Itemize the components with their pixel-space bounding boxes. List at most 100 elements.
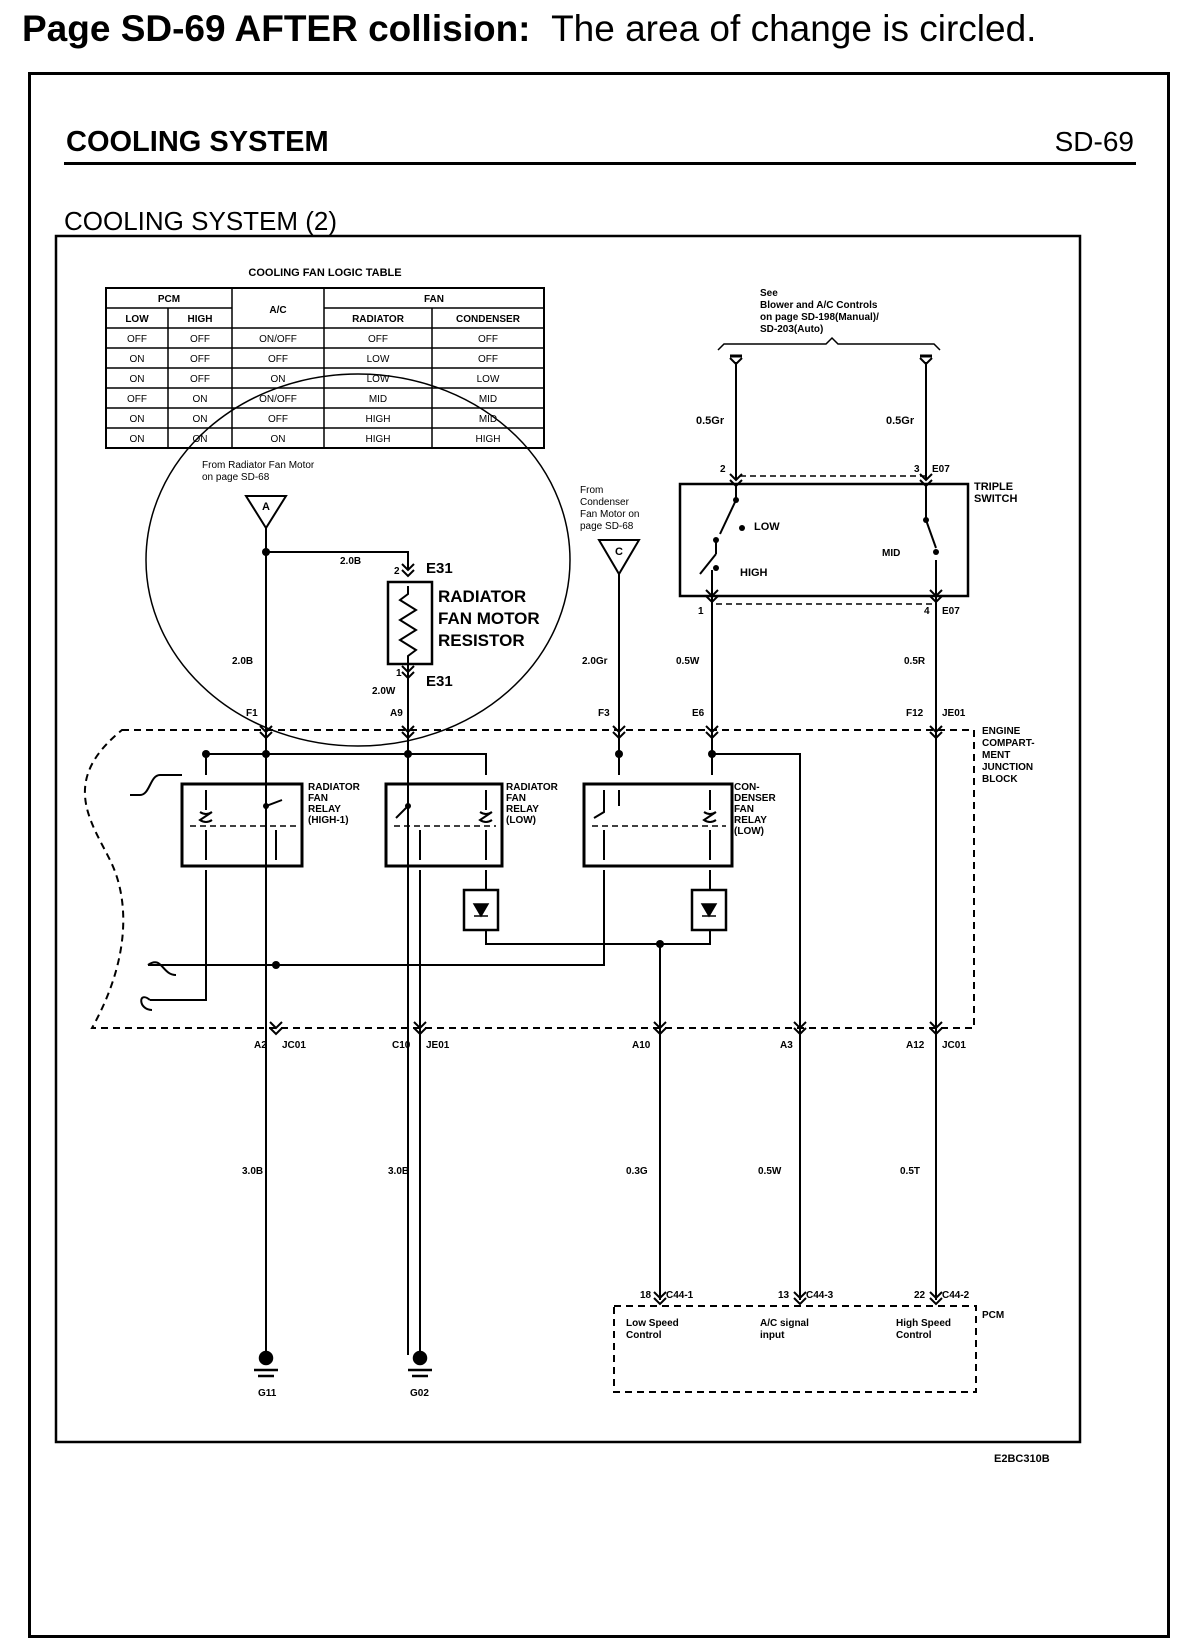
terminal-a9: A9 bbox=[390, 708, 403, 719]
see-ref-line1: See bbox=[760, 288, 778, 299]
table-cell: LOW bbox=[367, 354, 390, 365]
table-cell: OFF bbox=[190, 334, 210, 345]
pcm-pin-18: 18 bbox=[640, 1290, 652, 1301]
table-cell: ON/OFF bbox=[259, 334, 297, 345]
wire-0-3g: 0.3G bbox=[626, 1166, 648, 1177]
switch-pin-3: 3 bbox=[914, 464, 920, 475]
table-cell: ON bbox=[130, 434, 145, 445]
relay2-line2: FAN bbox=[506, 793, 526, 804]
ground-g11-label: G11 bbox=[258, 1388, 277, 1399]
table-cell: OFF bbox=[478, 334, 498, 345]
table-cell: OFF bbox=[268, 414, 288, 425]
connector-c-label: C bbox=[615, 546, 623, 558]
connector-a-label: A bbox=[262, 501, 270, 513]
wire-2-0b-left: 2.0B bbox=[232, 656, 253, 667]
resistor-pin-top: 2 bbox=[394, 566, 400, 577]
header-radiator: RADIATOR bbox=[352, 314, 405, 325]
left-hook-2 bbox=[147, 961, 177, 976]
relay3-line2: DENSER bbox=[734, 793, 776, 804]
table-cell: ON/OFF bbox=[259, 394, 297, 405]
switch-pin-2: 2 bbox=[720, 464, 726, 475]
table-cell: LOW bbox=[477, 374, 500, 385]
see-ref-line3: on page SD-198(Manual)/ bbox=[760, 312, 879, 323]
page-frame bbox=[28, 72, 1170, 1638]
table-cell: ON bbox=[271, 434, 286, 445]
see-ref-line2: Blower and A/C Controls bbox=[760, 300, 878, 311]
relay3-line1: CON- bbox=[734, 782, 760, 793]
triple-switch-label-line2: SWITCH bbox=[974, 493, 1017, 505]
table-cell: ON bbox=[193, 394, 208, 405]
resistor-connector-bottom: E31 bbox=[426, 673, 453, 690]
header-ac: A/C bbox=[269, 305, 286, 316]
terminal-c10: C10 bbox=[392, 1040, 411, 1051]
terminal-e6: E6 bbox=[692, 708, 705, 719]
junction-block-line3: MENT bbox=[982, 750, 1010, 761]
table-cell: HIGH bbox=[366, 434, 391, 445]
wire-3-0b-left: 3.0B bbox=[242, 1166, 263, 1177]
wire-3-0b-right: 3.0B bbox=[388, 1166, 409, 1177]
table-title: COOLING FAN LOGIC TABLE bbox=[248, 267, 401, 279]
header-low: LOW bbox=[125, 314, 149, 325]
ground-g02 bbox=[408, 1350, 432, 1378]
junction-block-line5: BLOCK bbox=[982, 774, 1018, 785]
pcm-high-line1: High Speed bbox=[896, 1318, 951, 1329]
table-cell: MID bbox=[479, 394, 497, 405]
pcm-pin-13: 13 bbox=[778, 1290, 790, 1301]
from-condenser-line1: From bbox=[580, 485, 603, 496]
from-condenser-line3: Fan Motor on bbox=[580, 509, 639, 520]
table-cell: OFF bbox=[190, 374, 210, 385]
wire-2-0w: 2.0W bbox=[372, 686, 396, 697]
see-ref-line4: SD-203(Auto) bbox=[760, 324, 823, 335]
relay1-line1: RADIATOR bbox=[308, 782, 361, 793]
table-cell: OFF bbox=[478, 354, 498, 365]
resistor-label-line3: RESISTOR bbox=[438, 631, 525, 650]
terminal-a12: A12 bbox=[906, 1040, 925, 1051]
pcm-ac-line2: input bbox=[760, 1330, 785, 1341]
pcm-label: PCM bbox=[982, 1310, 1004, 1321]
condenser-fan-relay-low bbox=[582, 782, 734, 868]
wires bbox=[148, 362, 937, 1355]
from-radiator-line2: on page SD-68 bbox=[202, 472, 270, 483]
terminal-jc01-a: JC01 bbox=[282, 1040, 306, 1051]
table-cell: OFF bbox=[127, 394, 147, 405]
change-circle bbox=[145, 373, 571, 747]
ground-g02-label: G02 bbox=[410, 1388, 429, 1399]
from-condenser-line4: page SD-68 bbox=[580, 521, 634, 532]
radiator-fan-relay-low bbox=[384, 782, 504, 868]
section-title: COOLING SYSTEM bbox=[66, 126, 329, 158]
triple-switch-label-line1: TRIPLE bbox=[974, 481, 1013, 493]
table-cell: OFF bbox=[190, 354, 210, 365]
table-cell: LOW bbox=[367, 374, 390, 385]
ground-g11 bbox=[254, 1350, 278, 1378]
header-pcm: PCM bbox=[158, 294, 180, 305]
radiator-fan-motor-resistor: RADIATOR FAN MOTOR RESISTOR E31 E31 2 1 bbox=[386, 560, 540, 690]
connector-c: C bbox=[597, 539, 641, 576]
relay1-line4: (HIGH-1) bbox=[308, 815, 349, 826]
table-cell: OFF bbox=[268, 354, 288, 365]
header-condenser: CONDENSER bbox=[456, 314, 521, 325]
pcm-box bbox=[613, 1305, 977, 1393]
header-high: HIGH bbox=[188, 314, 213, 325]
triple-switch: LOW HIGH MID TRIPLE SWITCH 2 3 E07 1 4 E… bbox=[678, 464, 1017, 617]
table-cell: ON bbox=[271, 374, 286, 385]
switch-pin-1: 1 bbox=[698, 606, 704, 617]
switch-connector-bottom: E07 bbox=[942, 606, 960, 617]
page-heading: Page SD-69 AFTER collision: The area of … bbox=[22, 8, 1036, 50]
radiator-fan-relay-high-1 bbox=[180, 782, 304, 868]
from-condenser-line2: Condenser bbox=[580, 497, 630, 508]
resistor-label-line1: RADIATOR bbox=[438, 587, 526, 606]
wire-0-5gr-right: 0.5Gr bbox=[886, 415, 915, 427]
table-cell: MID bbox=[369, 394, 387, 405]
resistor-label-line2: FAN MOTOR bbox=[438, 609, 540, 628]
junction-block-line1: ENGINE bbox=[982, 726, 1021, 737]
table-cell: ON bbox=[193, 414, 208, 425]
resistor-pin-bottom: 1 bbox=[396, 668, 402, 679]
diagram-frame bbox=[54, 234, 1082, 1444]
table-cell: ON bbox=[130, 354, 145, 365]
heading-text: The area of change is circled. bbox=[551, 8, 1037, 49]
pcm-conn-c44-2: C44-2 bbox=[942, 1290, 970, 1301]
terminal-f1: F1 bbox=[246, 708, 258, 719]
switch-pin-4: 4 bbox=[924, 606, 930, 617]
terminal-je01-bottom: JE01 bbox=[426, 1040, 450, 1051]
pcm-high-line2: Control bbox=[896, 1330, 932, 1341]
